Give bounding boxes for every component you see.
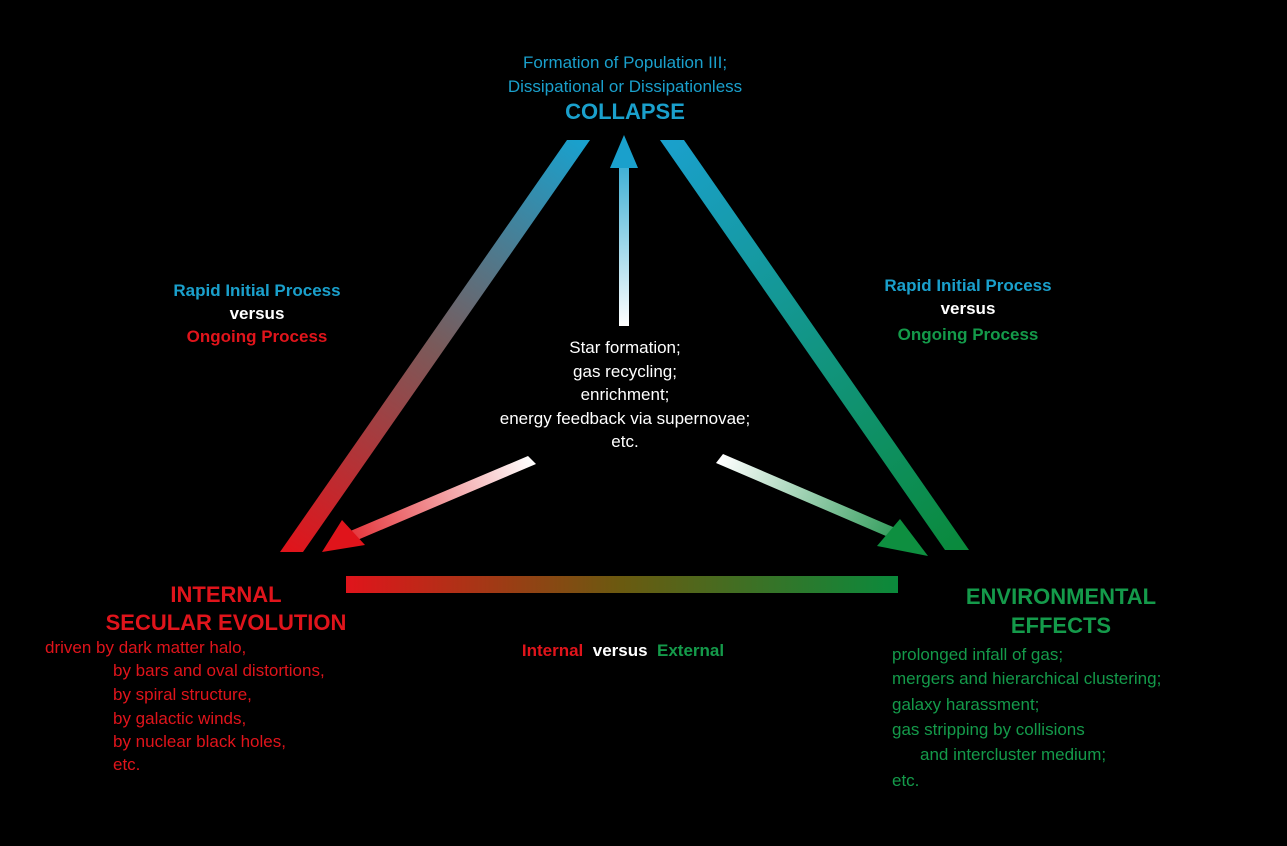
up-arrow: [610, 135, 638, 326]
collapse-line-1: Formation of Population III;: [522, 53, 728, 72]
center-line: energy feedback via supernovae;: [499, 408, 751, 428]
internal-driver-line: etc.: [113, 755, 141, 774]
internal-title-2: SECULAR EVOLUTION: [105, 610, 347, 635]
environmental-line: etc.: [892, 771, 920, 790]
bottom-label: Internal versus External: [440, 641, 806, 661]
left-edge-band: [280, 140, 590, 552]
collapse-title: COLLAPSE: [565, 99, 685, 124]
environmental-line: and intercluster medium;: [920, 745, 1107, 764]
center-line: gas recycling;: [573, 361, 677, 381]
left-rapid-label: Rapid Initial Process: [173, 281, 341, 300]
environmental-line: galaxy harassment;: [892, 695, 1040, 714]
right-versus-label: versus: [940, 299, 996, 318]
external-label: External: [657, 641, 725, 660]
environmental-line: gas stripping by collisions: [892, 720, 1085, 739]
center-text: Star formation; gas recycling; enrichmen…: [440, 336, 810, 454]
internal-driver-line: by spiral structure,: [113, 685, 252, 704]
environmental-title-2: EFFECTS: [1010, 613, 1112, 638]
center-line: etc.: [611, 432, 639, 451]
down-right-arrow: [716, 454, 928, 556]
internal-label: Internal: [521, 641, 584, 660]
left-ongoing-label: Ongoing Process: [186, 327, 328, 346]
internal-driver-line: driven by dark matter halo,: [45, 638, 247, 657]
right-ongoing-label: Ongoing Process: [897, 325, 1039, 344]
left-versus-label: versus: [229, 304, 285, 323]
internal-driver-line: by nuclear black holes,: [113, 732, 286, 751]
collapse-line-2: Dissipational or Dissipationless: [507, 77, 743, 96]
down-left-arrow: [322, 456, 536, 552]
environmental-line: prolonged infall of gas;: [892, 645, 1064, 664]
bottom-edge-band: [346, 576, 898, 593]
bottom-versus-label: versus: [592, 641, 648, 660]
environmental-title-1: ENVIRONMENTAL: [965, 584, 1157, 609]
internal-driver-line: by galactic winds,: [113, 709, 247, 728]
environmental-line: mergers and hierarchical clustering;: [892, 669, 1162, 688]
right-rapid-label: Rapid Initial Process: [884, 276, 1052, 295]
right-edge-band: [660, 140, 969, 550]
internal-driver-line: by bars and oval distortions,: [113, 661, 325, 680]
internal-title-1: INTERNAL: [170, 582, 282, 607]
center-line: enrichment;: [580, 385, 670, 404]
center-line: Star formation;: [569, 338, 681, 357]
